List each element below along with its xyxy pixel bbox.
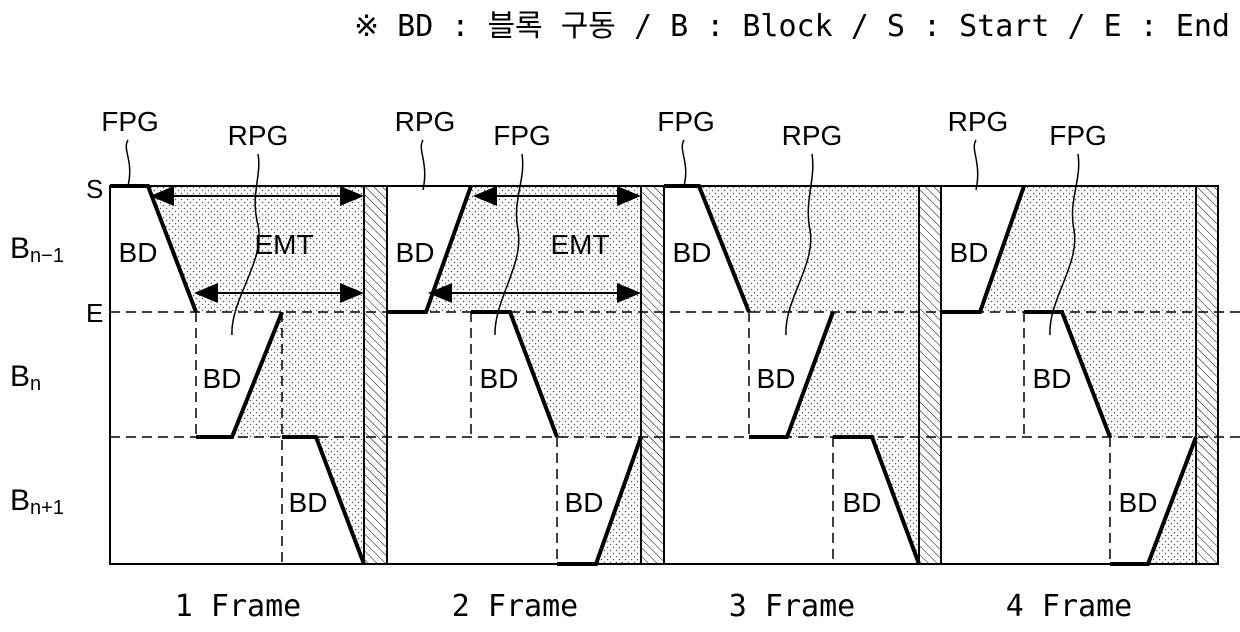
frame-4-tag-left-leader bbox=[974, 140, 977, 190]
frame-3-tag-right: RPG bbox=[782, 120, 843, 151]
frame-2-tag-right: FPG bbox=[493, 120, 551, 151]
frame-3-bd-next: BD bbox=[843, 487, 882, 518]
frame-4-hatch-bar bbox=[1196, 186, 1218, 564]
frame-2-bd-curr: BD bbox=[480, 363, 519, 394]
row-label-block-next-sub: n+1 bbox=[30, 497, 64, 519]
row-label-block-next: Bn+1 bbox=[10, 484, 64, 519]
frame-2-bd-next: BD bbox=[565, 487, 604, 518]
frame-2-hatch-bar bbox=[641, 186, 664, 564]
frame-1-fill-curr bbox=[232, 312, 364, 437]
frame-1-bd-curr: BD bbox=[203, 363, 242, 394]
frame-1-tag-left-leader bbox=[126, 140, 129, 186]
legend-text: ※ BD : 블록 구동 / B : Block / S : Start / E… bbox=[354, 9, 1230, 44]
frame-1-emt-label: EMT bbox=[254, 229, 313, 260]
row-label-block-prev-sub: n−1 bbox=[30, 245, 64, 267]
row-label-block-curr-sub: n bbox=[30, 373, 41, 395]
row-label-block-next-base: B bbox=[10, 484, 30, 517]
row-label-block-curr: Bn bbox=[10, 360, 41, 395]
frame-3-hatch-bar bbox=[919, 186, 941, 564]
frame-3-tag-left: FPG bbox=[657, 106, 715, 137]
row-label-block-prev-base: B bbox=[10, 232, 30, 265]
frame-4-bd-next: BD bbox=[1119, 487, 1158, 518]
frame-4-bd-curr: BD bbox=[1033, 363, 1072, 394]
frame-4: BD BD BD RPG FPG 4 Frame bbox=[941, 106, 1218, 624]
frame-1-bd-prev: BD bbox=[119, 237, 158, 268]
frame-2-label: 2 Frame bbox=[452, 589, 578, 624]
frame-2-tag-left-leader bbox=[421, 140, 424, 190]
frame-4-tag-right: FPG bbox=[1049, 120, 1107, 151]
frame-1-label: 1 Frame bbox=[175, 589, 301, 624]
frame-1-tag-right: RPG bbox=[228, 120, 289, 151]
frame-3-fill-curr bbox=[787, 312, 919, 437]
frame-3-tag-left-leader bbox=[682, 140, 685, 186]
row-label-block-curr-base: B bbox=[10, 360, 30, 393]
frame-2-bd-prev: BD bbox=[396, 237, 435, 268]
frame-1-hatch-bar bbox=[364, 186, 387, 564]
row-label-end: E bbox=[86, 298, 103, 328]
frame-4-tag-left: RPG bbox=[948, 106, 1009, 137]
row-label-start: S bbox=[86, 174, 103, 204]
frame-3-bd-curr: BD bbox=[757, 363, 796, 394]
frame-1-bd-next: BD bbox=[289, 487, 328, 518]
frame-2-tag-left: RPG bbox=[395, 106, 456, 137]
row-label-block-prev: Bn−1 bbox=[10, 232, 64, 267]
frame-3: BD BD BD FPG RPG 3 Frame bbox=[657, 106, 941, 624]
frame-1: EMT BD BD BD FPG RPG 1 Frame bbox=[101, 106, 387, 624]
frame-2-emt-label: EMT bbox=[550, 229, 609, 260]
frame-2-fill-curr bbox=[510, 312, 641, 437]
frame-4-fill-prev bbox=[980, 186, 1196, 312]
frame-2: EMT BD BD BD RPG FPG 2 Frame bbox=[387, 106, 664, 624]
frame-3-bd-prev: BD bbox=[673, 237, 712, 268]
frame-3-label: 3 Frame bbox=[729, 589, 855, 624]
frame-1-tag-left: FPG bbox=[101, 106, 159, 137]
frame-4-label: 4 Frame bbox=[1006, 589, 1132, 624]
frame-4-fill-curr bbox=[1062, 312, 1196, 437]
frame-4-bd-prev: BD bbox=[950, 237, 989, 268]
